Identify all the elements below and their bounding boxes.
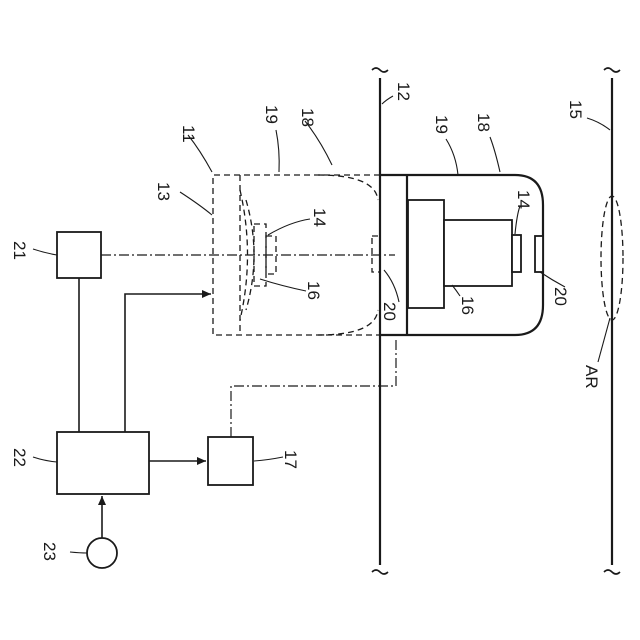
box-22 [57, 432, 149, 494]
label-ar: AR [582, 365, 601, 389]
label-15: 15 [566, 100, 585, 119]
label-16b: 16 [458, 296, 477, 315]
label-13: 13 [154, 182, 173, 201]
label-18b: 18 [474, 113, 493, 132]
label-19a: 19 [262, 105, 281, 124]
label-20b: 20 [551, 287, 570, 306]
input-23 [87, 538, 117, 568]
connections [79, 255, 396, 538]
label-14a: 14 [310, 208, 329, 227]
wall-12 [372, 68, 388, 574]
box-21 [57, 232, 101, 278]
box-17 [208, 437, 253, 485]
label-18a: 18 [298, 108, 317, 127]
wall-15 [604, 68, 620, 574]
label-14b: 14 [514, 190, 533, 209]
label-11: 11 [179, 125, 198, 143]
label-21: 21 [10, 241, 29, 260]
label-23: 23 [40, 542, 59, 561]
label-12: 12 [394, 82, 413, 101]
label-17: 17 [281, 450, 300, 469]
label-20a: 20 [380, 302, 399, 321]
label-19b: 19 [432, 115, 451, 134]
label-22: 22 [10, 448, 29, 467]
label-16a: 16 [304, 281, 323, 300]
